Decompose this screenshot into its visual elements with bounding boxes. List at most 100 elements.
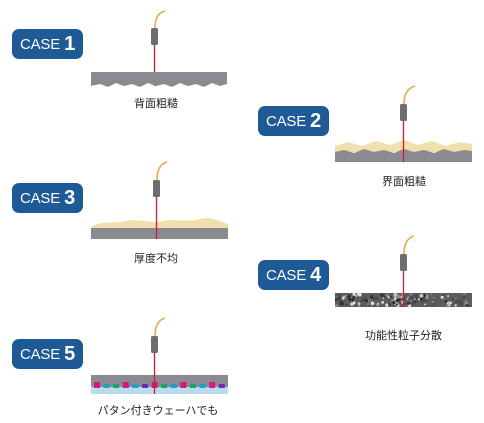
particle (347, 294, 351, 299)
case-4-badge: CASE 4 (258, 260, 329, 290)
particle (423, 294, 427, 298)
case-1-badge: CASE 1 (12, 29, 83, 59)
case-4-word: CASE (266, 266, 307, 284)
particle (459, 302, 463, 306)
particle (380, 293, 384, 297)
particle (383, 296, 386, 298)
case-3-badge: CASE 3 (12, 183, 83, 213)
particle (389, 296, 391, 298)
particle (348, 297, 352, 302)
particle (417, 298, 421, 301)
case-5-number: 5 (64, 342, 76, 365)
particle (372, 300, 375, 302)
case-1-wafer-rough-back (91, 72, 227, 87)
particle (357, 304, 361, 307)
particle (433, 297, 435, 299)
pattern-block (199, 384, 206, 388)
particle (382, 297, 385, 299)
case-4-number: 4 (310, 263, 322, 286)
particle (444, 300, 448, 303)
particle (458, 299, 462, 304)
particle (409, 293, 412, 296)
particle (338, 299, 342, 303)
particle (452, 297, 455, 301)
case-1-word: CASE (20, 35, 61, 53)
particle (440, 301, 443, 304)
case-5-scene (91, 317, 228, 394)
particle (463, 293, 466, 295)
particle (345, 303, 348, 306)
particle (462, 295, 466, 300)
case-5-pattern-base (91, 387, 228, 394)
particle (379, 299, 381, 301)
pattern-block (190, 384, 196, 388)
particle (422, 297, 426, 301)
particle (362, 299, 364, 302)
particle (410, 300, 412, 302)
case-4-sensor-probe (400, 254, 407, 271)
case-2-sensor-cable (403, 85, 416, 105)
case-5-word: CASE (20, 345, 61, 363)
particle (425, 295, 429, 300)
case-4-sensor-cable (403, 235, 415, 255)
particle (406, 298, 409, 300)
pattern-block (142, 384, 148, 388)
particle (355, 295, 357, 297)
particle (447, 301, 451, 305)
particle (374, 296, 379, 301)
particle (440, 295, 444, 299)
particle (387, 296, 390, 298)
particle (344, 295, 347, 297)
particle (443, 298, 446, 300)
particle (353, 295, 356, 298)
particle (357, 302, 361, 305)
case-1-scene (91, 10, 227, 87)
particle (367, 304, 370, 307)
particle (386, 293, 389, 297)
pattern-block (180, 382, 187, 388)
case-3-scene (91, 161, 228, 239)
particle (359, 301, 362, 303)
particle (400, 295, 403, 299)
particle (350, 302, 354, 306)
particle (423, 293, 425, 295)
particle (414, 298, 416, 300)
case-5-badge: CASE 5 (12, 339, 83, 369)
particle (372, 297, 375, 300)
particle (375, 305, 377, 307)
case-3-sensor-cable (156, 161, 168, 181)
case-2-scene (335, 85, 472, 162)
particle (421, 301, 423, 303)
particle (393, 292, 398, 297)
particle (447, 295, 450, 298)
case-3-word: CASE (20, 189, 61, 207)
particle (411, 301, 416, 305)
case-2-caption: 界面粗糙 (382, 175, 426, 188)
particle (392, 300, 396, 305)
particle (466, 304, 469, 307)
particle (363, 297, 367, 301)
pattern-block (161, 384, 168, 388)
particle (352, 292, 356, 296)
particle (397, 295, 401, 299)
particle (430, 293, 432, 295)
pattern-block (94, 382, 100, 388)
case-2-number: 2 (310, 109, 322, 132)
pattern-block (122, 382, 129, 388)
particle (455, 297, 457, 299)
particle (395, 303, 398, 306)
case-3-wafer (91, 228, 228, 239)
particle (335, 304, 338, 308)
particle (385, 303, 389, 307)
particle (431, 303, 434, 306)
case-3-number: 3 (64, 186, 76, 209)
particle (368, 299, 371, 301)
particle (419, 297, 424, 301)
pattern-block (113, 384, 120, 388)
particle (407, 296, 410, 299)
particle (381, 301, 384, 304)
case-5-wafer (91, 375, 228, 387)
particle (387, 302, 392, 307)
case-4-dispersed-particles (334, 292, 469, 308)
particle (424, 303, 426, 306)
